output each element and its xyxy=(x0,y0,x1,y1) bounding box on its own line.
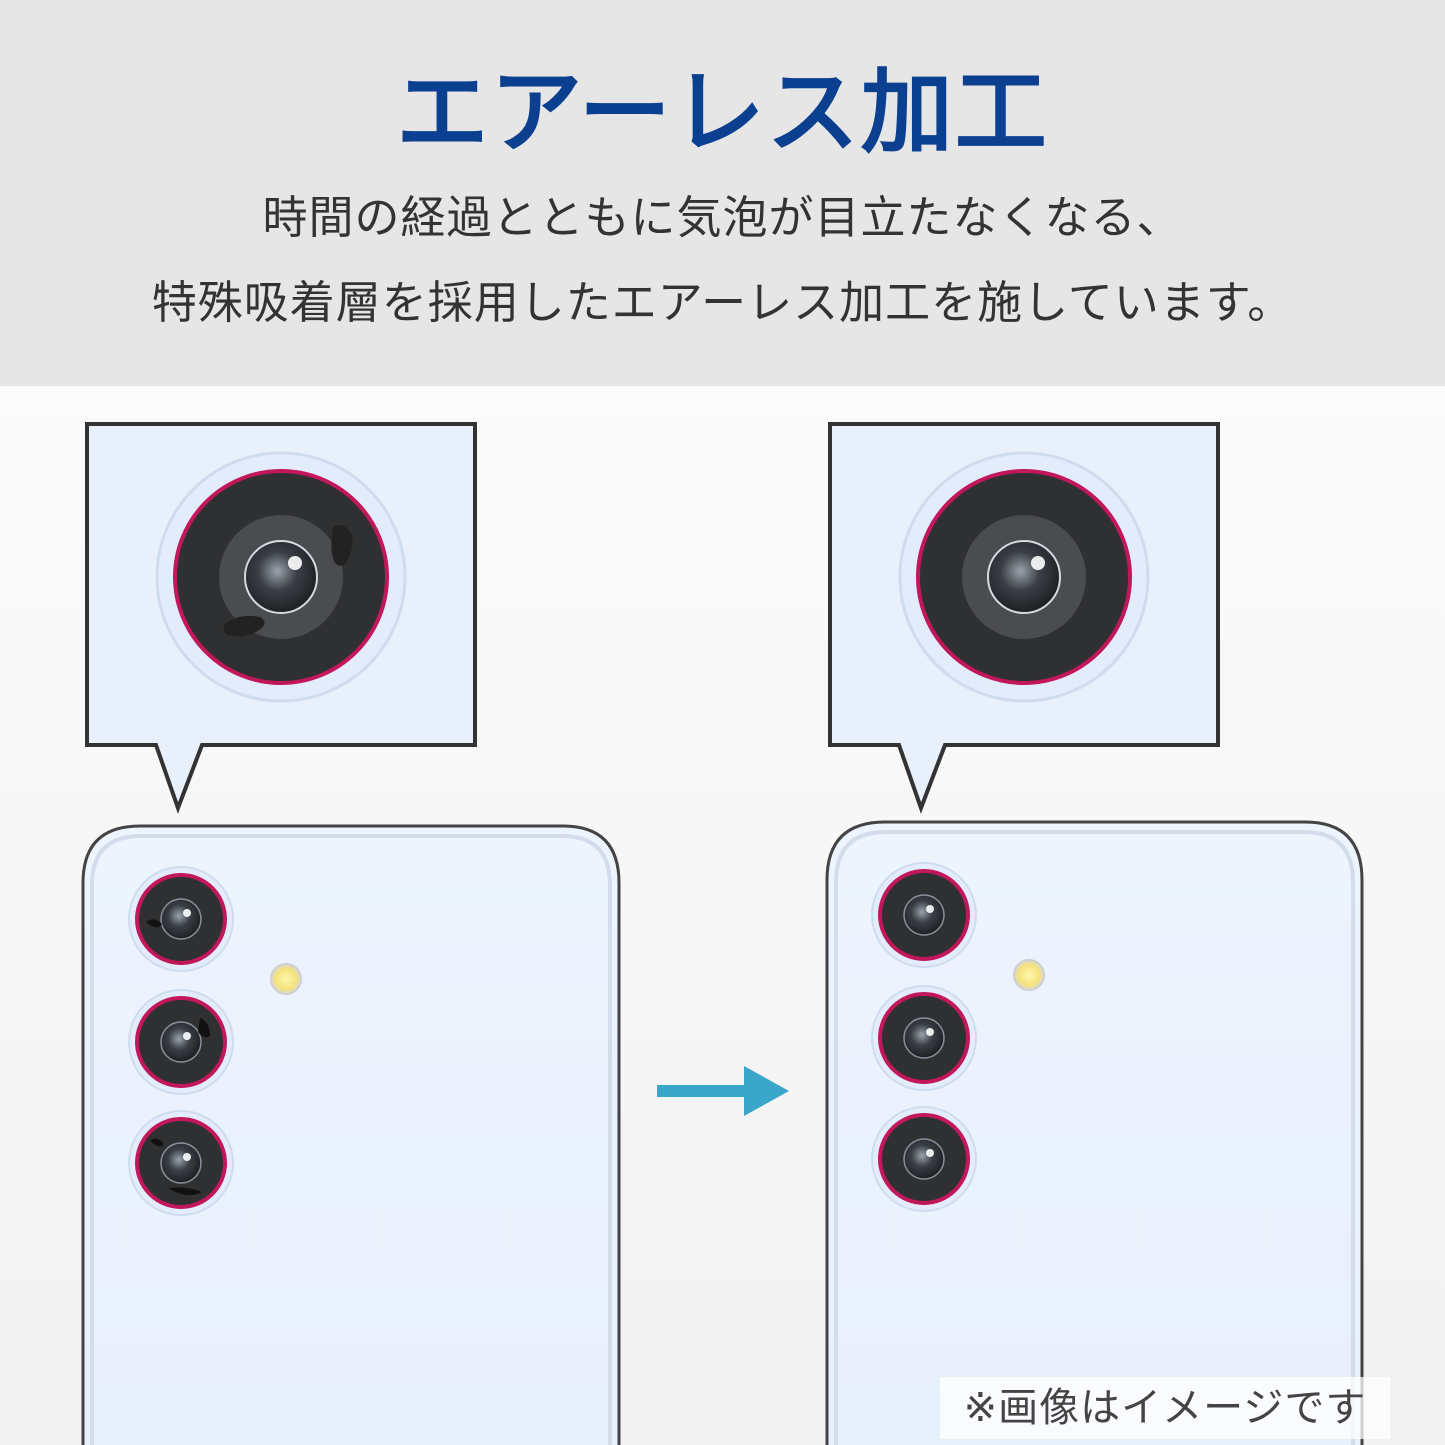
feature-description-line-1: 時間の経過とともに気泡が目立たなくなる、 xyxy=(262,191,1183,244)
air-bubble xyxy=(223,615,265,637)
zoom-callout-after xyxy=(828,422,1220,814)
air-bubble xyxy=(331,525,353,566)
header-band xyxy=(0,0,1445,386)
flash-icon xyxy=(270,963,302,995)
phone-before-bubbles xyxy=(81,422,621,1445)
feature-title: エアーレス加工 xyxy=(396,59,1049,166)
zoom-callout-before xyxy=(85,422,477,814)
flash-icon xyxy=(1013,959,1045,991)
camera-lens xyxy=(871,985,977,1091)
phone-after-bubbles xyxy=(825,422,1364,1445)
right-arrow-icon xyxy=(657,1066,789,1116)
camera-lens xyxy=(871,1106,977,1212)
camera-lens xyxy=(128,1110,234,1216)
image-disclaimer: ※画像はイメージです xyxy=(940,1377,1390,1439)
camera-lens xyxy=(871,862,977,968)
feature-description-line-2: 特殊吸着層を採用したエアーレス加工を施しています。 xyxy=(151,276,1294,329)
camera-lens xyxy=(128,866,234,972)
camera-lens xyxy=(128,989,234,1095)
